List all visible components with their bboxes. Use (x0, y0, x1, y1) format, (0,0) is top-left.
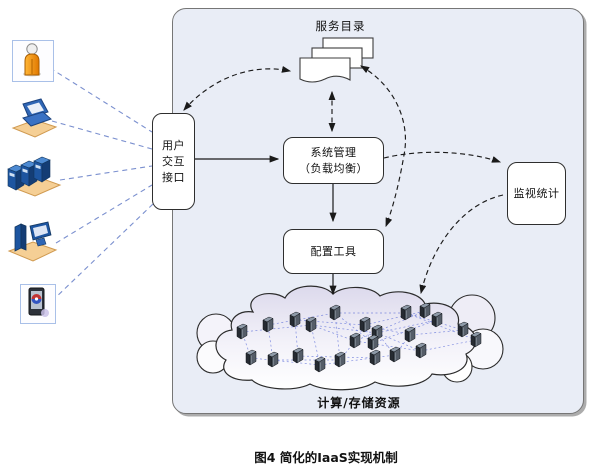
link-desktop-to-ui (55, 184, 153, 244)
node-label-line: 系统管理 (310, 145, 357, 159)
arrow-ui-catalog (183, 65, 292, 111)
service-catalog-label: 服务目录 (315, 19, 366, 33)
link-mobile-to-ui (51, 202, 155, 302)
node-user-interaction-interface: 用户 交互 接口 (152, 113, 195, 210)
server-cluster-icon (6, 150, 62, 204)
service-catalog-docs (299, 37, 374, 83)
arrow-sysmgmt-to-monitor (383, 151, 502, 163)
laptop-icon (8, 97, 58, 146)
desktop-computer-icon (6, 219, 58, 269)
node-label-line: 用户 (162, 138, 185, 152)
figure-caption: 图4 简化的IaaS实现机制 (254, 450, 398, 465)
node-label: 配置工具 (310, 244, 357, 258)
solid-arrows (194, 155, 337, 296)
arrow-catalog-configtool (360, 65, 407, 228)
dashed-arrows (183, 65, 504, 295)
node-system-management: 系统管理 （负载均衡） (283, 137, 384, 184)
node-label-line: （负载均衡） (299, 161, 368, 175)
node-configuration-tool: 配置工具 (283, 229, 384, 274)
link-user-to-ui (49, 67, 153, 133)
resource-cloud (196, 285, 504, 391)
mobile-device-icon (20, 284, 56, 324)
link-servers-to-ui (59, 165, 153, 181)
node-label-line: 交互 (162, 154, 185, 168)
node-label-line: 接口 (162, 170, 185, 184)
cloud-resources-label: 计算/存储资源 (317, 396, 401, 410)
document-icon (299, 57, 351, 83)
client-links (49, 67, 155, 302)
node-label: 监视统计 (513, 186, 560, 200)
user-icon (12, 40, 54, 82)
node-monitor-statistics: 监视统计 (507, 162, 566, 225)
link-laptop-to-ui (51, 120, 153, 150)
arrow-monitor-to-cloud (419, 194, 504, 295)
